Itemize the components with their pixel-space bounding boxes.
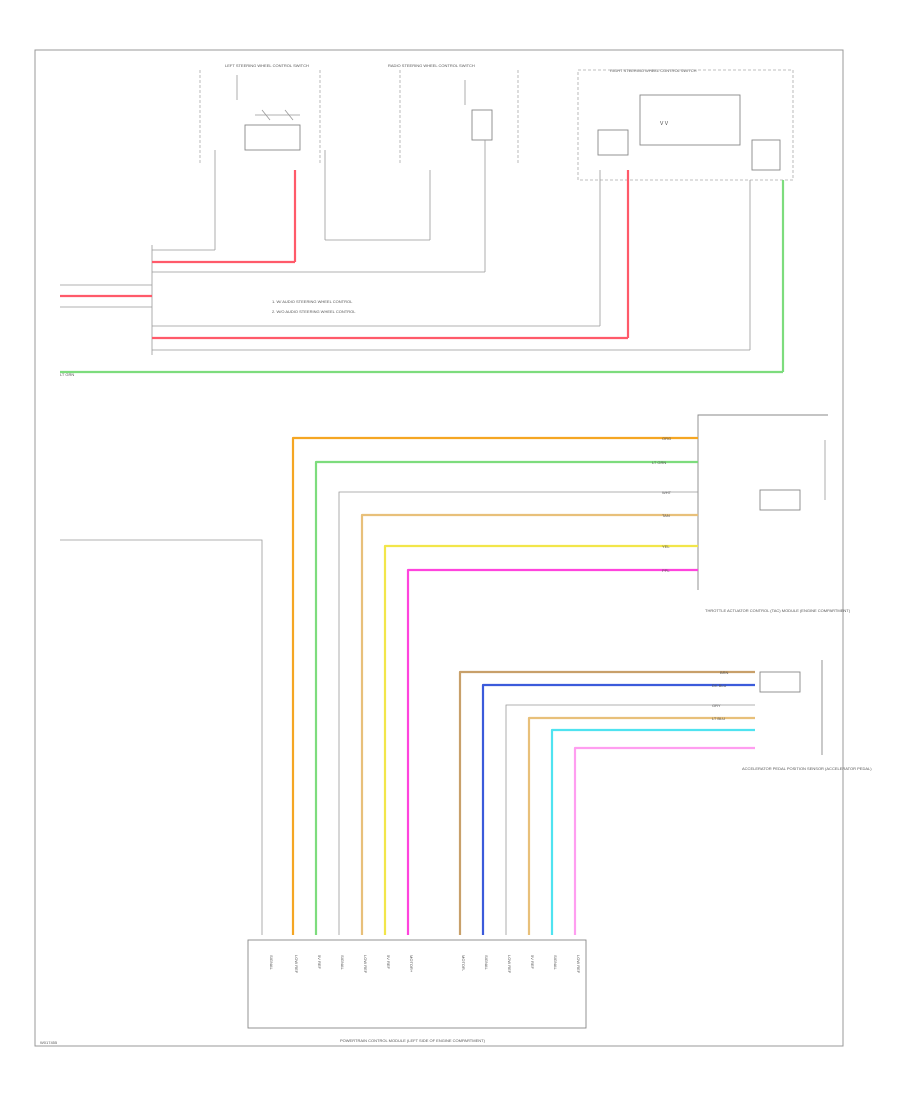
tag-dkblu: DK BLU <box>712 683 727 688</box>
powertrain-control-module: POWERTRAIN CONTROL MODULE (LEFT SIDE OF … <box>247 939 587 1043</box>
pcm-pin: 5V REF <box>530 955 535 970</box>
pcm-pin: LOW REF <box>576 955 581 974</box>
right-switch-label: RIGHT STEERING WHEEL CONTROL SWITCH <box>610 68 697 73</box>
pcm-pin: LOW REF <box>363 955 368 974</box>
tag-org: ORG <box>662 436 671 441</box>
upper-splice: LT GRN 1. W/ AUDIO STEERING WHEEL CONTRO… <box>60 245 783 377</box>
radio-steering-switch: RADIO STEERING WHEEL CONTROL SWITCH <box>388 63 519 272</box>
tag-tan: TAN <box>662 513 670 518</box>
left-steering-switch: LEFT STEERING WHEEL CONTROL SWITCH <box>199 63 326 262</box>
svg-text:V V: V V <box>660 121 669 127</box>
pcm-pin: 5V REF <box>317 955 322 970</box>
pcm-pin: SIGNAL <box>484 955 489 970</box>
throttle-label: THROTTLE ACTUATOR CONTROL (TAC) MODULE (… <box>705 608 851 613</box>
pcm-pin-labels: SIGNAL LOW REF 5V REF SIGNAL LOW REF 5V … <box>269 955 581 974</box>
tag-ppl: PPL <box>662 568 670 573</box>
pcm-label: POWERTRAIN CONTROL MODULE (LEFT SIDE OF … <box>340 1038 486 1043</box>
pcm-pin: MOTOR- <box>461 955 466 972</box>
radio-switch-label: RADIO STEERING WHEEL CONTROL SWITCH <box>388 63 475 68</box>
throttle-wires: ORG LT GRN WHT TAN YEL PPL <box>291 436 698 935</box>
pcm-pin: SIGNAL <box>340 955 345 970</box>
right-steering-switch: RIGHT STEERING WHEEL CONTROL SWITCH V V <box>577 68 794 372</box>
pcm-pin: SIGNAL <box>553 955 558 970</box>
footer-code: W017455 <box>40 1040 58 1045</box>
accelerator-pedal-sensor: ACCELERATOR PEDAL POSITION SENSOR (ACCEL… <box>742 660 872 771</box>
diagram-frame <box>34 49 844 1047</box>
pcm-pin: LOW REF <box>507 955 512 974</box>
pcm-pin: SIGNAL <box>269 955 274 970</box>
tag-wht: WHT <box>662 490 672 495</box>
left-switch-label: LEFT STEERING WHEEL CONTROL SWITCH <box>225 63 309 68</box>
pcm-pin: MOTOR+ <box>409 955 414 973</box>
tag-ltblu: LT BLU <box>712 716 725 721</box>
tag-ltgrn: LT GRN <box>652 460 666 465</box>
tag-gry: GRY <box>712 703 721 708</box>
note-2: 2. W/O AUDIO STEERING WHEEL CONTROL <box>272 309 356 314</box>
tag-brn: BRN <box>720 670 729 675</box>
throttle-actuator-module: THROTTLE ACTUATOR CONTROL (TAC) MODULE (… <box>697 414 851 613</box>
pedal-label: ACCELERATOR PEDAL POSITION SENSOR (ACCEL… <box>742 766 872 771</box>
note-1: 1. W/ AUDIO STEERING WHEEL CONTROL <box>272 299 353 304</box>
green-wire-tag: LT GRN <box>60 372 74 377</box>
pcm-pin: 5V REF <box>386 955 391 970</box>
tag-yel: YEL <box>662 544 670 549</box>
pedal-wires: BRN DK BLU GRY LT BLU <box>458 670 755 935</box>
pcm-pin: LOW REF <box>294 955 299 974</box>
